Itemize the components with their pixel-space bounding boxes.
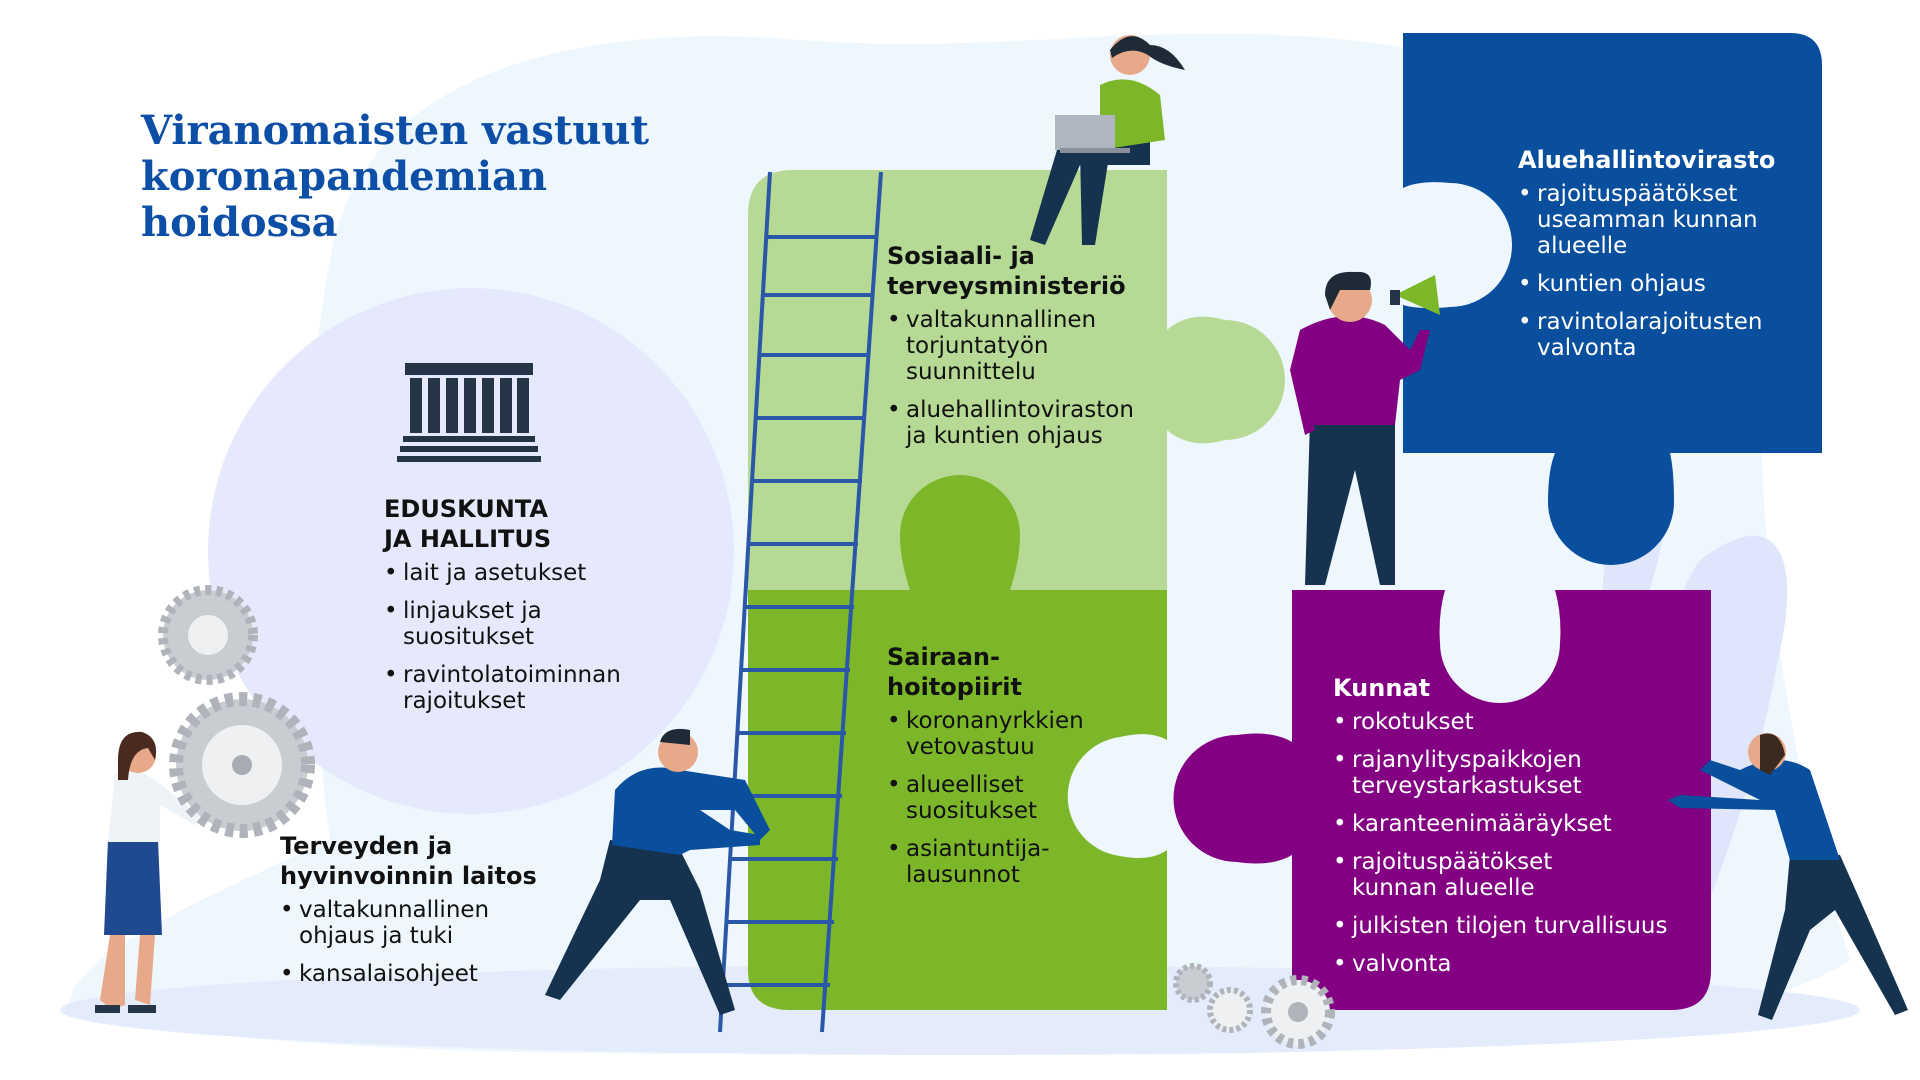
- list-item: ravintolarajoitusten valvonta: [1518, 309, 1797, 361]
- man-pushing-ladder-illustration: [545, 728, 770, 1015]
- list-item: ravintolatoiminnan rajoitukset: [384, 662, 643, 714]
- title-line: hoidossa: [141, 199, 338, 246]
- list-item: linjaukset ja suositukset: [384, 598, 573, 650]
- kunnat-section: Kunnat rokotukset rajanylityspaikkojen t…: [1333, 673, 1703, 989]
- gear-icon: [1261, 975, 1335, 1049]
- list-item: lait ja asetukset: [384, 560, 664, 586]
- title-line: Viranomaisten vastuut: [141, 107, 649, 154]
- list-item: kansalaisohjeet: [280, 961, 560, 987]
- ladder-illustration: [718, 171, 883, 1033]
- list-item: julkisten tilojen turvallisuus: [1333, 913, 1703, 939]
- sairaanhoitopiirit-heading: Sairaan-hoitopiirit: [887, 643, 1022, 701]
- kunnat-heading: Kunnat: [1333, 674, 1431, 702]
- kunnat-puzzle-piece: [1173, 590, 1711, 1010]
- list-item: rajoituspäätökset useamman kunnan alueel…: [1518, 181, 1787, 259]
- list-item: karanteenimääräykset: [1333, 811, 1703, 837]
- list-item: rajanylityspaikkojen terveystarkastukset: [1333, 747, 1642, 799]
- list-item: rajoituspäätökset kunnan alueelle: [1333, 849, 1592, 901]
- list-item: rokotukset: [1333, 709, 1703, 735]
- list-item: alueelliset suositukset: [887, 772, 1086, 824]
- parliament-building-icon: [397, 363, 541, 462]
- list-item: valtakunnallinen ohjaus ja tuki: [280, 897, 519, 949]
- list-item: asiantuntija-lausunnot: [887, 836, 1061, 888]
- woman-with-laptop-illustration: [1030, 35, 1185, 245]
- avi-section: Aluehallintovirasto rajoituspäätökset us…: [1518, 145, 1808, 373]
- list-item: valtakunnallinen torjuntatyön suunnittel…: [887, 307, 1121, 385]
- gear-icon: [1173, 963, 1213, 1003]
- gear-icon: [1207, 987, 1253, 1033]
- man-with-megaphone-illustration: [1290, 271, 1440, 585]
- woman-with-gear-illustration: [95, 731, 200, 1013]
- list-item: aluehallintoviraston ja kuntien ohjaus: [887, 397, 1156, 449]
- page-title: Viranomaisten vastuut koronapandemian ho…: [141, 108, 649, 246]
- gear-icon: [169, 692, 315, 838]
- sairaanhoitopiirit-section: Sairaan-hoitopiirit koronanyrkkien vetov…: [887, 642, 1127, 900]
- avi-puzzle-piece: [1403, 33, 1822, 565]
- list-item: koronanyrkkien vetovastuu: [887, 708, 1116, 760]
- list-item: valvonta: [1333, 951, 1703, 977]
- list-item: kuntien ohjaus: [1518, 271, 1808, 297]
- title-line: koronapandemian: [141, 153, 548, 200]
- avi-heading: Aluehallintovirasto: [1518, 146, 1776, 174]
- gear-icon: [158, 585, 258, 685]
- man-pushing-puzzle-illustration: [1668, 733, 1908, 1020]
